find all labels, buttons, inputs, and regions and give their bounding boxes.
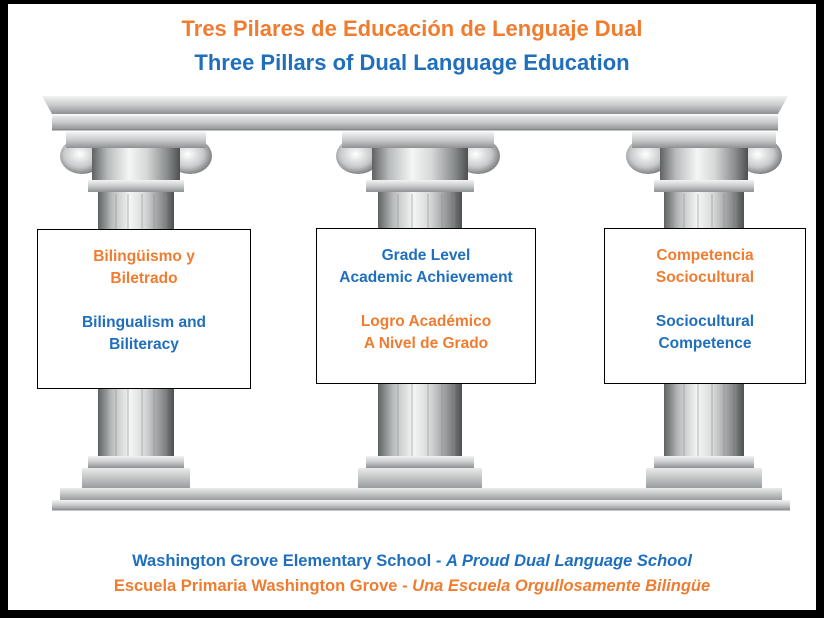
pillar-3-english-line-1: Sociocultural — [655, 313, 755, 330]
pillar-1-english-line-1: Bilingualism and — [81, 314, 206, 331]
pillar-2-english-line-1: Grade Level — [381, 247, 471, 264]
pillar-panel-achievement: Grade Level Academic Achievement Logro A… — [316, 228, 536, 384]
entablature — [42, 96, 788, 131]
footer-separator-english: - — [431, 552, 446, 570]
footer-separator-spanish: - — [397, 577, 413, 595]
school-name-spanish: Escuela Primaria Washington Grove — [113, 577, 398, 595]
pillar-panel-sociocultural: Competencia Sociocultural Sociocultural … — [604, 228, 806, 384]
pillar-3-english-line-2: Competence — [658, 335, 752, 352]
pillar-1-spanish-line-2: Biletrado — [110, 270, 178, 287]
pillar-1-english-line-2: Biliteracy — [109, 336, 179, 353]
title-english: Three Pillars of Dual Language Education — [194, 50, 630, 75]
pillar-2-spanish-line-1: Logro Académico — [360, 313, 492, 330]
pillar-2-english-line-2: Academic Achievement — [339, 269, 513, 286]
pillar-panel-bilingualism: Bilingüismo y Biletrado Bilingualism and… — [37, 229, 251, 389]
slide-frame: Tres Pilares de Educación de Lenguaje Du… — [8, 4, 816, 610]
school-motto-spanish: Una Escuela Orgullosamente Bilingüe — [412, 577, 711, 595]
pillar-3-spanish-line-1: Competencia — [656, 247, 754, 264]
pillar-2-spanish-line-2: A Nivel de Grado — [363, 335, 489, 352]
base-platform — [52, 488, 790, 511]
footer-english: Washington Grove Elementary School - A P… — [8, 550, 816, 572]
title-spanish: Tres Pilares de Educación de Lenguaje Du… — [181, 16, 643, 41]
school-motto-english: A Proud Dual Language School — [445, 552, 692, 570]
footer-spanish: Escuela Primaria Washington Grove - Una … — [8, 575, 816, 597]
pillar-1-spanish-line-1: Bilingüismo y — [93, 248, 195, 265]
pillar-3-spanish-line-2: Sociocultural — [655, 269, 755, 286]
school-name-english: Washington Grove Elementary School — [132, 552, 432, 570]
